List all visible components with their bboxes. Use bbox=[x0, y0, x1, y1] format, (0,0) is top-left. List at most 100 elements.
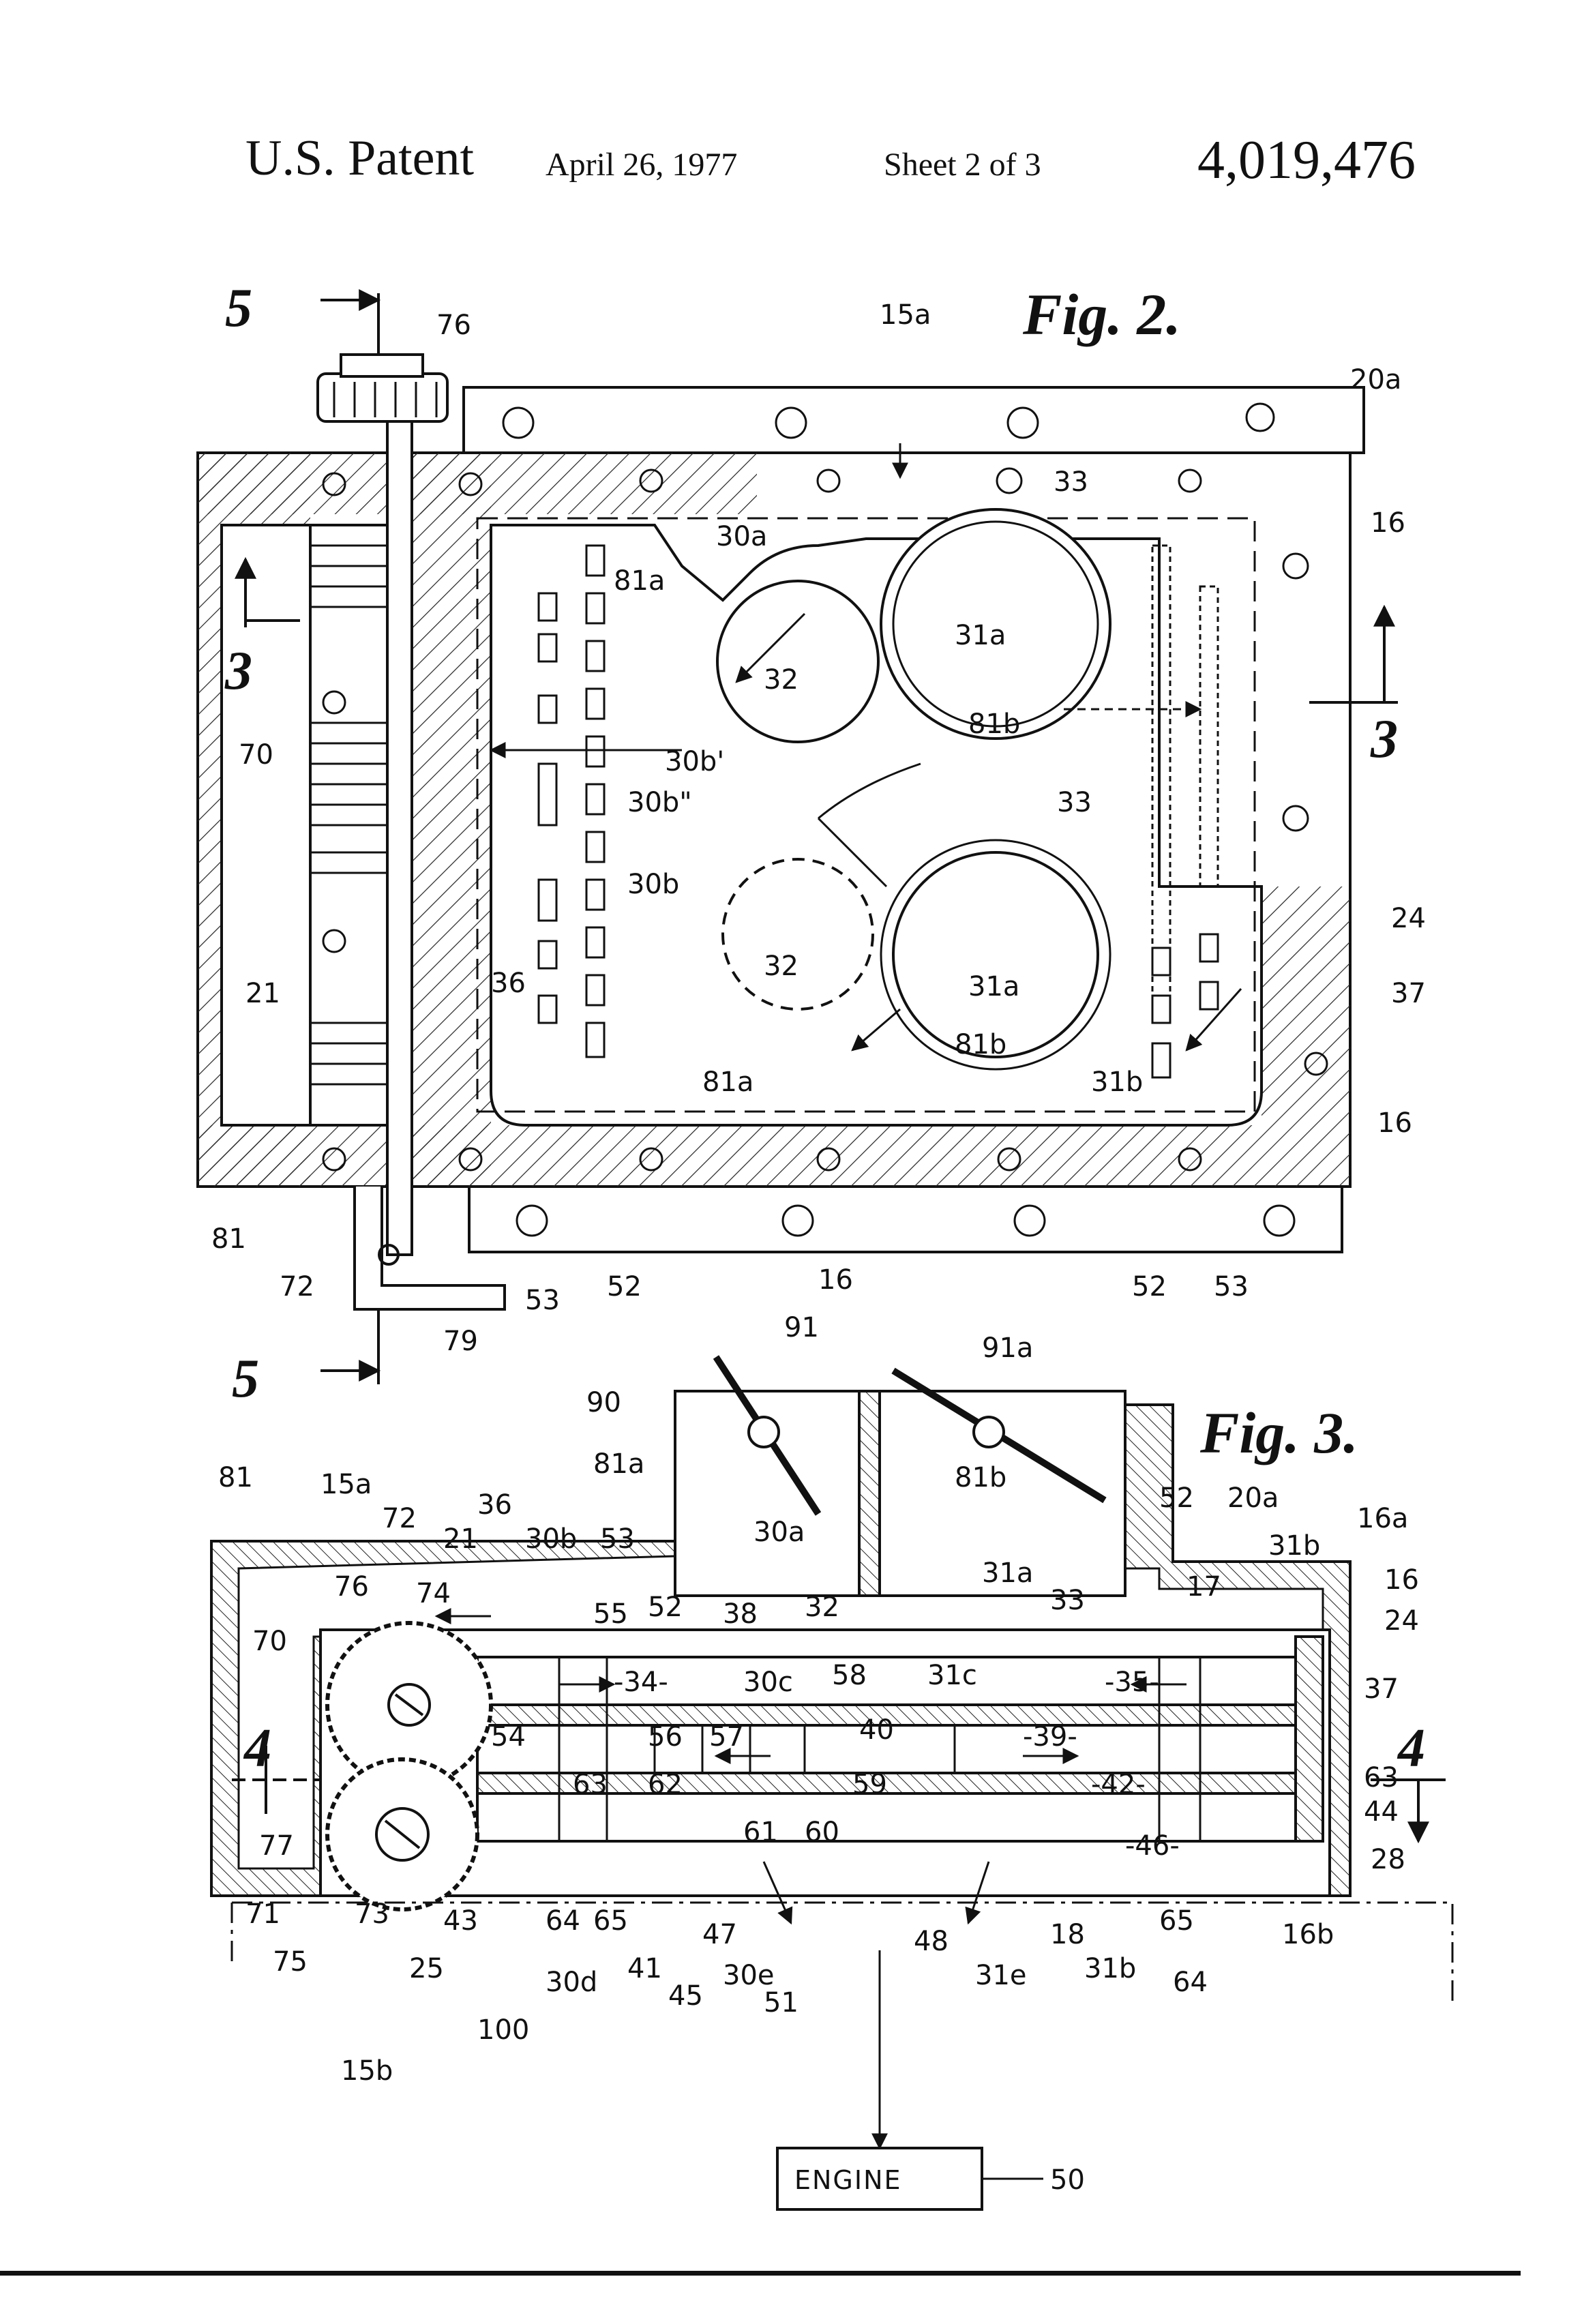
ref-31c: 31c bbox=[927, 1660, 977, 1691]
ref-55: 55 bbox=[593, 1598, 628, 1630]
fig3-caption: Fig. 3. bbox=[1199, 1400, 1358, 1465]
ref-81b: 81b bbox=[955, 1462, 1006, 1493]
ref-70: 70 bbox=[239, 739, 273, 771]
ref-79: 79 bbox=[443, 1326, 478, 1357]
ref-81b-top: 81b bbox=[968, 709, 1020, 740]
ref-71: 71 bbox=[245, 1898, 280, 1930]
ref-72-fig3: 72 bbox=[382, 1503, 417, 1534]
ref-56: 56 bbox=[648, 1721, 683, 1753]
ref-64b: 64 bbox=[1173, 1967, 1208, 1998]
ref-52b-fig3: 52 bbox=[648, 1592, 683, 1623]
ref-21: 21 bbox=[245, 978, 280, 1009]
ref-36: 36 bbox=[491, 968, 526, 999]
ref-37-fig3: 37 bbox=[1364, 1673, 1399, 1705]
ref-32-bot: 32 bbox=[764, 951, 799, 982]
engine-label: ENGINE bbox=[794, 2165, 902, 2195]
ref-30b-prime: 30b' bbox=[665, 746, 724, 777]
section-5-bottom: 5 bbox=[232, 1349, 259, 1409]
ref-30d: 30d bbox=[546, 1967, 597, 1998]
figure-2 bbox=[198, 293, 1398, 1384]
ref-53-fig3: 53 bbox=[600, 1523, 635, 1555]
ref-54: 54 bbox=[491, 1721, 526, 1753]
ref-15b: 15b bbox=[341, 2055, 393, 2087]
ref-77: 77 bbox=[259, 1830, 294, 1862]
ref-31a-bot: 31a bbox=[968, 971, 1019, 1002]
ref-25: 25 bbox=[409, 1953, 444, 1984]
fig2-caption: Fig. 2. bbox=[1022, 282, 1181, 347]
ref-81a-top: 81a bbox=[614, 565, 665, 597]
ref-30a: 30a bbox=[716, 521, 767, 552]
ref-62: 62 bbox=[648, 1769, 683, 1800]
ref-63a: 63 bbox=[573, 1769, 608, 1800]
ref-30a-fig3: 30a bbox=[753, 1517, 805, 1548]
ref-58: 58 bbox=[832, 1660, 867, 1691]
ref-30b: 30b bbox=[627, 869, 679, 900]
ref-21-fig3: 21 bbox=[443, 1523, 478, 1555]
ref-70-fig3: 70 bbox=[252, 1626, 287, 1657]
ref-52-right: 52 bbox=[1132, 1271, 1167, 1302]
ref-37: 37 bbox=[1391, 978, 1426, 1009]
ref-81a: 81a bbox=[593, 1448, 644, 1480]
ref-91a: 91a bbox=[982, 1332, 1033, 1364]
ref-24-fig3: 24 bbox=[1384, 1605, 1419, 1637]
ref-30c: 30c bbox=[743, 1667, 793, 1698]
ref-33-fig3: 33 bbox=[1050, 1585, 1085, 1616]
ref-38: 38 bbox=[723, 1598, 758, 1630]
ref-100: 100 bbox=[477, 2014, 529, 2046]
ref-24: 24 bbox=[1391, 903, 1426, 934]
ref-33-mid: 33 bbox=[1057, 787, 1092, 818]
ref-81a-bot: 81a bbox=[702, 1067, 753, 1098]
ref-46: -46- bbox=[1125, 1830, 1180, 1862]
ref-31b-fig3-bot: 31b bbox=[1084, 1953, 1136, 1984]
ref-31a-top: 31a bbox=[955, 620, 1006, 651]
ref-17: 17 bbox=[1186, 1571, 1221, 1603]
ref-52-fig3: 52 bbox=[1159, 1483, 1194, 1514]
ref-35: -35- bbox=[1105, 1667, 1159, 1698]
ref-16-bottom: 16 bbox=[818, 1264, 853, 1296]
ref-30b-double-prime: 30b" bbox=[627, 787, 692, 818]
ref-31b-fig3-top: 31b bbox=[1268, 1530, 1320, 1562]
ref-42: -42- bbox=[1091, 1769, 1146, 1800]
ref-57: 57 bbox=[709, 1721, 744, 1753]
ref-75: 75 bbox=[273, 1946, 308, 1978]
ref-28: 28 bbox=[1371, 1844, 1405, 1875]
ref-48: 48 bbox=[914, 1926, 949, 1957]
top-flange-plate bbox=[464, 387, 1364, 453]
ref-43: 43 bbox=[443, 1905, 478, 1937]
section-4-left: 4 bbox=[243, 1718, 271, 1778]
section-3-left: 3 bbox=[224, 641, 252, 701]
ref-91: 91 bbox=[784, 1312, 819, 1343]
ref-16-top: 16 bbox=[1371, 507, 1405, 539]
ref-30b-fig3: 30b bbox=[525, 1523, 577, 1555]
ref-31a-fig3: 31a bbox=[982, 1558, 1033, 1589]
ref-47: 47 bbox=[702, 1919, 737, 1950]
ref-81: 81 bbox=[211, 1223, 246, 1255]
ref-36-fig3: 36 bbox=[477, 1489, 512, 1521]
ref-31e: 31e bbox=[975, 1960, 1027, 1991]
ref-45: 45 bbox=[668, 1980, 703, 2012]
ref-16-right: 16 bbox=[1377, 1107, 1412, 1139]
ref-76: 76 bbox=[436, 310, 471, 341]
ref-40: 40 bbox=[859, 1714, 894, 1746]
ref-53-left: 53 bbox=[525, 1285, 560, 1316]
bottom-rule bbox=[0, 2271, 1521, 2276]
ref-20a: 20a bbox=[1350, 364, 1401, 396]
ref-60: 60 bbox=[805, 1817, 839, 1848]
ref-51: 51 bbox=[764, 1987, 799, 2018]
ref-61: 61 bbox=[743, 1817, 778, 1848]
ref-20a-fig3: 20a bbox=[1227, 1483, 1279, 1514]
bottom-flange-plate bbox=[469, 1187, 1342, 1252]
ref-73: 73 bbox=[355, 1898, 389, 1930]
ref-90: 90 bbox=[586, 1387, 621, 1418]
section-5-top: 5 bbox=[225, 278, 252, 338]
ref-32-top: 32 bbox=[764, 664, 799, 696]
ref-74: 74 bbox=[416, 1578, 451, 1609]
ref-53-right: 53 bbox=[1214, 1271, 1249, 1302]
ref-59: 59 bbox=[852, 1769, 887, 1800]
ref-52-left: 52 bbox=[607, 1271, 642, 1302]
ref-41: 41 bbox=[627, 1953, 662, 1984]
ref-81-fig3: 81 bbox=[218, 1462, 253, 1493]
ref-65b: 65 bbox=[1159, 1905, 1194, 1937]
ref-33-top: 33 bbox=[1054, 466, 1088, 498]
